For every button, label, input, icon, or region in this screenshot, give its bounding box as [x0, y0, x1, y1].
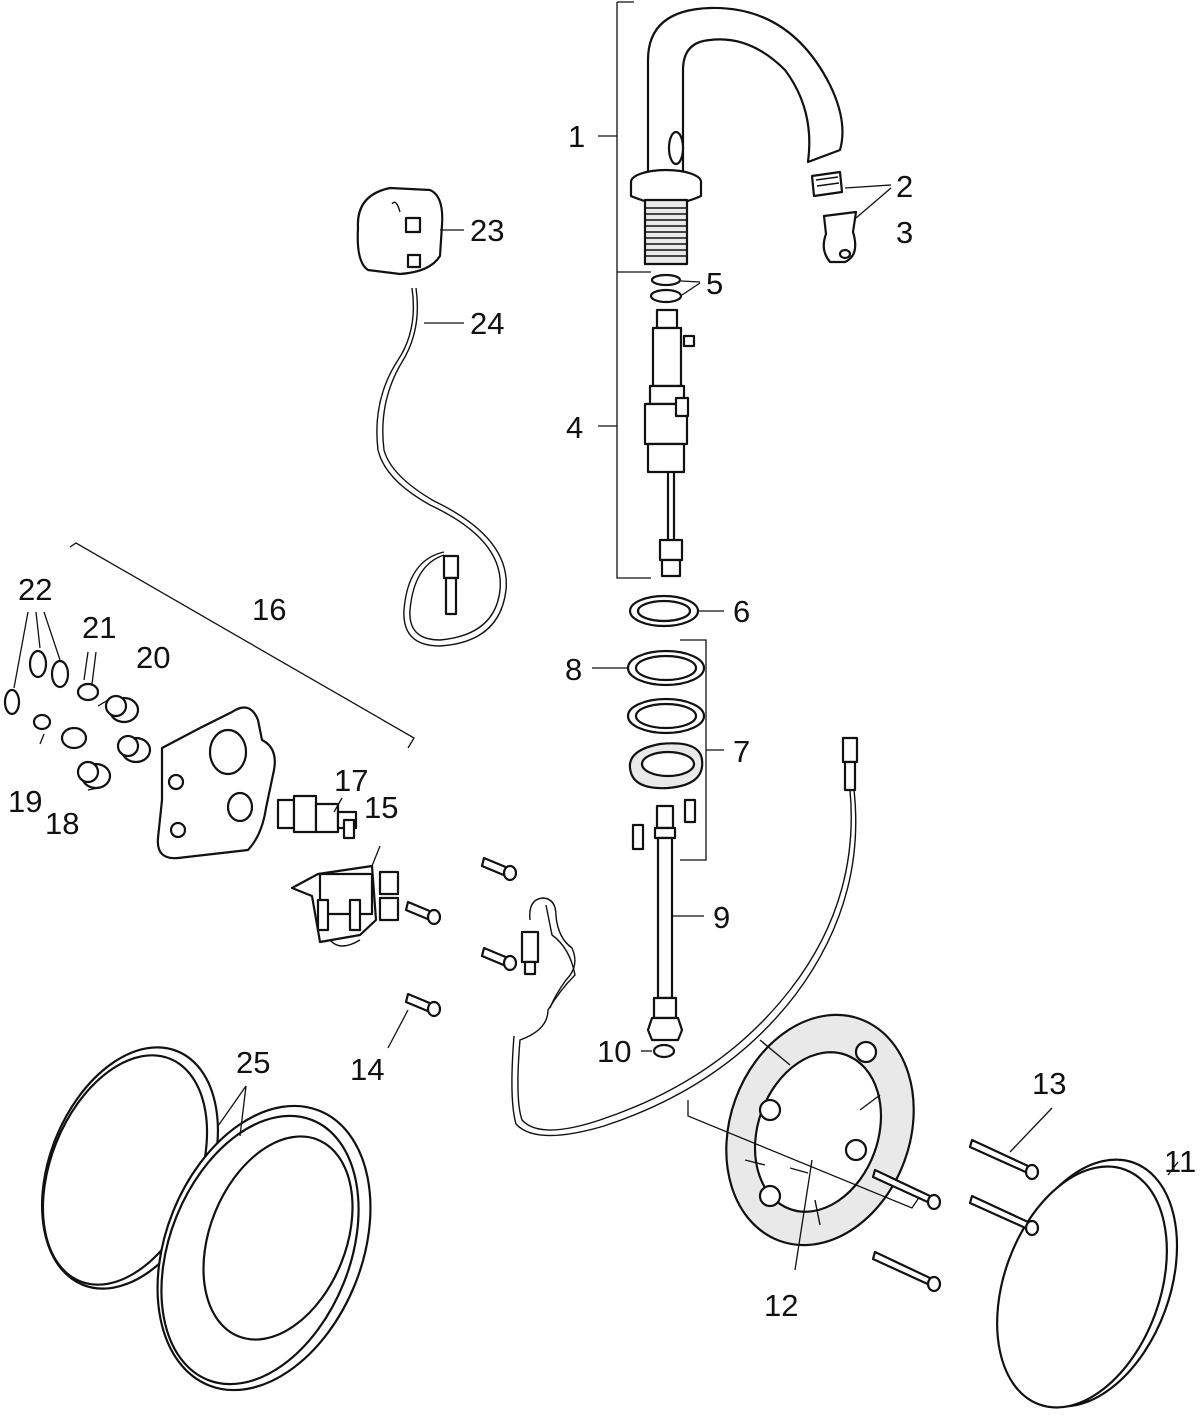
- part-10-o-ring[interactable]: [652, 1043, 676, 1059]
- part-20-filter[interactable]: [104, 694, 140, 724]
- label-8: 8: [565, 652, 582, 687]
- label-19: 19: [8, 784, 42, 819]
- label-4: 4: [566, 410, 583, 445]
- label-25: 25: [236, 1045, 270, 1080]
- bracket-1-4: [616, 1, 651, 579]
- part-5-o-rings[interactable]: [649, 273, 683, 304]
- part-9-connection-hose[interactable]: [646, 804, 684, 1042]
- part-8-gasket[interactable]: [626, 649, 706, 687]
- label-22: 22: [18, 572, 52, 607]
- part-7-mounting-set[interactable]: [626, 697, 706, 851]
- part-21-stop[interactable]: [76, 682, 100, 702]
- part-17-thermostatic-cartridge[interactable]: [276, 794, 358, 840]
- connector-cable[interactable]: [520, 897, 576, 1009]
- part-14-screws[interactable]: [404, 856, 518, 1018]
- label-7: 7: [733, 734, 750, 769]
- part-labels: 1 2 3 4 5 6 7 8 9 10 11 12 13 14 15 16 1…: [8, 119, 1196, 1323]
- long-cable[interactable]: [511, 736, 859, 1137]
- label-15: 15: [364, 790, 398, 825]
- label-2: 2: [896, 169, 913, 204]
- label-18: 18: [45, 806, 79, 841]
- label-12: 12: [764, 1288, 798, 1323]
- label-13: 13: [1032, 1066, 1066, 1101]
- label-11: 11: [1164, 1144, 1196, 1179]
- part-23-power-box[interactable]: [356, 186, 444, 276]
- part-19-check-valve[interactable]: [32, 713, 88, 750]
- part-25-cover-frame[interactable]: [9, 1021, 411, 1419]
- part-2-aerator[interactable]: [810, 170, 844, 198]
- label-14: 14: [350, 1052, 384, 1087]
- part-6-seal[interactable]: [628, 594, 700, 628]
- part-3-aerator-key[interactable]: [822, 210, 858, 264]
- label-23: 23: [470, 213, 504, 248]
- part-12-mounting-plate[interactable]: [695, 988, 945, 1271]
- label-5: 5: [706, 266, 723, 301]
- part-11-cover-plate[interactable]: [966, 1135, 1200, 1419]
- part-1-spout[interactable]: [629, 6, 844, 266]
- label-10: 10: [597, 1034, 631, 1069]
- label-3: 3: [896, 215, 913, 250]
- label-1: 1: [568, 119, 585, 154]
- label-9: 9: [713, 900, 730, 935]
- part-4-sensor-unit[interactable]: [643, 308, 696, 578]
- part-15-control-box[interactable]: [290, 864, 400, 947]
- label-20: 20: [136, 640, 170, 675]
- part-13-screws[interactable]: [871, 1138, 1040, 1293]
- label-21: 21: [82, 610, 116, 645]
- label-24: 24: [470, 306, 504, 341]
- part-18-nipple[interactable]: [76, 734, 152, 790]
- label-16: 16: [252, 592, 286, 627]
- label-6: 6: [733, 594, 750, 629]
- label-17: 17: [334, 763, 368, 798]
- part-22-o-rings[interactable]: [3, 649, 70, 716]
- part-24-power-cable[interactable]: [376, 287, 507, 647]
- part-16-valve-body[interactable]: [156, 706, 276, 860]
